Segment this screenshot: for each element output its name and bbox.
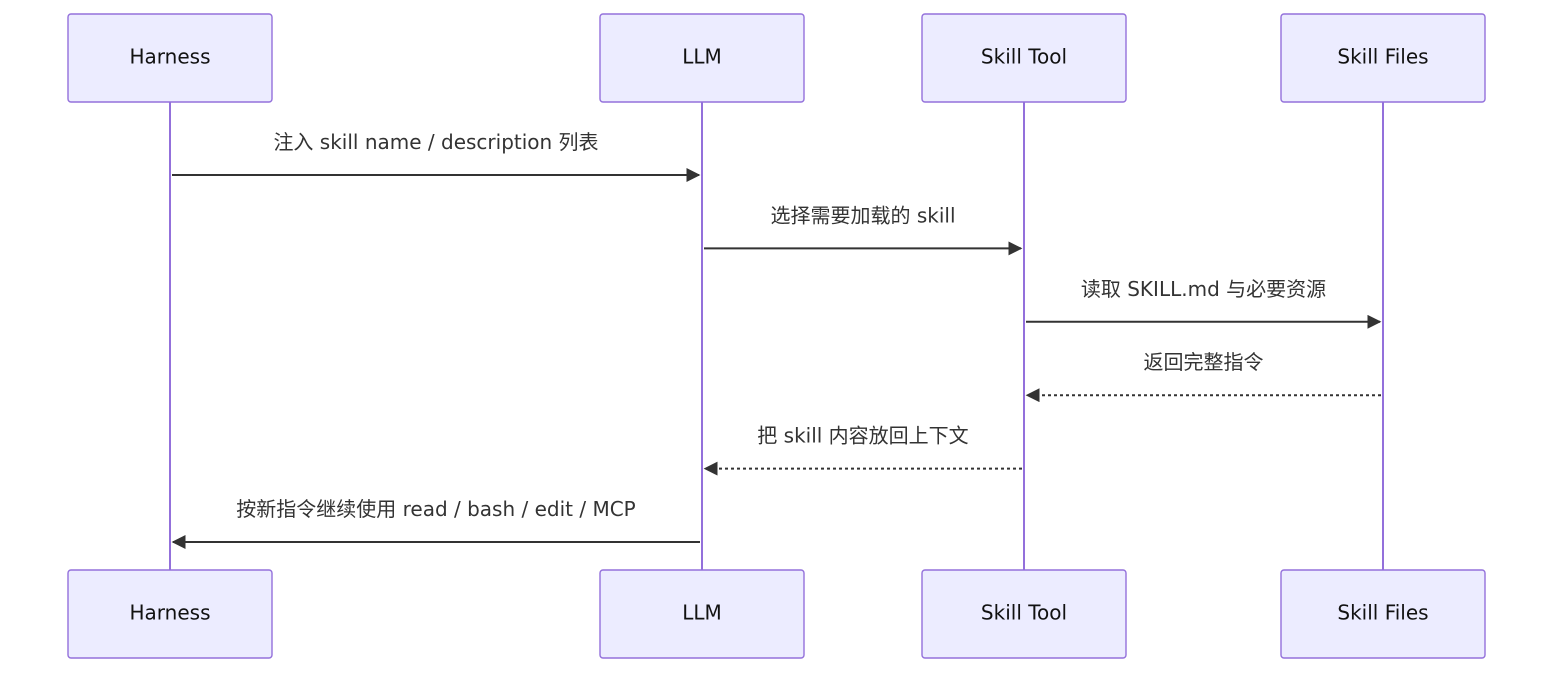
actor-label: Harness: [130, 45, 211, 69]
actor-harness-top: Harness: [67, 13, 273, 103]
actor-box: [1280, 13, 1486, 103]
message-6: 按新指令继续使用 read / bash / edit / MCP: [171, 497, 700, 549]
message-label: 读取 SKILL.md 与必要资源: [1081, 277, 1326, 301]
message-5: 把 skill 内容放回上下文: [703, 424, 1022, 476]
actor-box: [599, 569, 805, 659]
actor-box: [67, 569, 273, 659]
actor-label: Skill Files: [1337, 45, 1428, 69]
actor-llm-top: LLM: [599, 13, 805, 103]
message-label: 把 skill 内容放回上下文: [757, 424, 968, 448]
actor-llm-bottom: LLM: [599, 569, 805, 659]
actor-label: Skill Files: [1337, 601, 1428, 625]
actor-label: LLM: [682, 601, 722, 625]
actor-harness-bottom: Harness: [67, 569, 273, 659]
message-label: 选择需要加载的 skill: [770, 203, 955, 227]
message-label: 注入 skill name / description 列表: [273, 130, 598, 154]
message-3: 读取 SKILL.md 与必要资源: [1026, 277, 1382, 329]
actor-skill-tool-bottom: Skill Tool: [921, 569, 1127, 659]
actor-box: [67, 13, 273, 103]
message-4: 返回完整指令: [1025, 350, 1381, 403]
actor-box: [599, 13, 805, 103]
actor-skill-files-bottom: Skill Files: [1280, 569, 1486, 659]
message-2: 选择需要加载的 skill: [704, 203, 1023, 256]
actor-label: Skill Tool: [981, 45, 1067, 69]
actor-box: [921, 569, 1127, 659]
actor-label: Harness: [130, 601, 211, 625]
message-label: 按新指令继续使用 read / bash / edit / MCP: [236, 497, 635, 521]
message-1: 注入 skill name / description 列表: [172, 130, 701, 182]
actor-label: Skill Tool: [981, 601, 1067, 625]
actor-skill-files-top: Skill Files: [1280, 13, 1486, 103]
actor-box: [1280, 569, 1486, 659]
message-label: 返回完整指令: [1144, 350, 1264, 374]
actor-box: [921, 13, 1127, 103]
actor-label: LLM: [682, 45, 722, 69]
actor-skill-tool-top: Skill Tool: [921, 13, 1127, 103]
